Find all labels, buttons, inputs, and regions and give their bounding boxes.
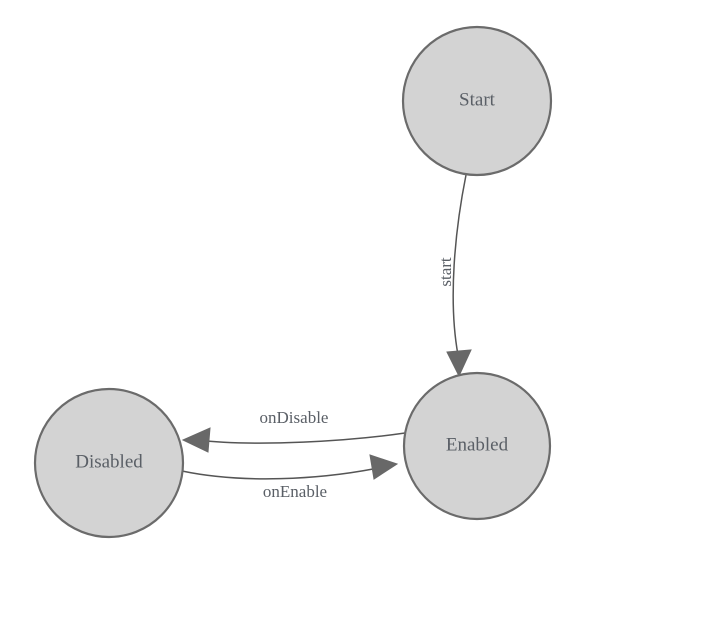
arrowhead-into-disabled <box>181 427 211 453</box>
state-node-disabled-circle[interactable] <box>33 387 185 539</box>
state-node-enabled-label: Enabled <box>446 434 509 455</box>
state-node-enabled-circle[interactable] <box>402 371 552 521</box>
state-node-start-label: Start <box>459 89 496 110</box>
edge-label-start: start <box>436 257 455 287</box>
edge-start-to-enabled[interactable]: start <box>436 174 472 378</box>
edge-label-onenable: onEnable <box>263 482 327 501</box>
edge-path-disabled-to-enabled <box>181 468 374 480</box>
state-node-enabled[interactable]: Enabled <box>402 371 552 521</box>
state-node-disabled[interactable]: Disabled <box>33 387 185 539</box>
state-node-disabled-label: Disabled <box>75 451 143 472</box>
arrowhead-into-enabled <box>446 349 472 378</box>
state-node-start-circle[interactable] <box>401 25 553 177</box>
arrowhead-into-enabled-onenable <box>369 454 399 480</box>
edge-path-start-to-enabled <box>452 174 467 356</box>
edge-disabled-to-enabled[interactable]: onEnable <box>181 454 399 501</box>
state-node-start[interactable]: Start <box>401 25 553 177</box>
edge-label-ondisable: onDisable <box>260 408 329 427</box>
edge-path-enabled-to-disabled <box>195 432 406 444</box>
edge-enabled-to-disabled[interactable]: onDisable <box>181 408 406 453</box>
